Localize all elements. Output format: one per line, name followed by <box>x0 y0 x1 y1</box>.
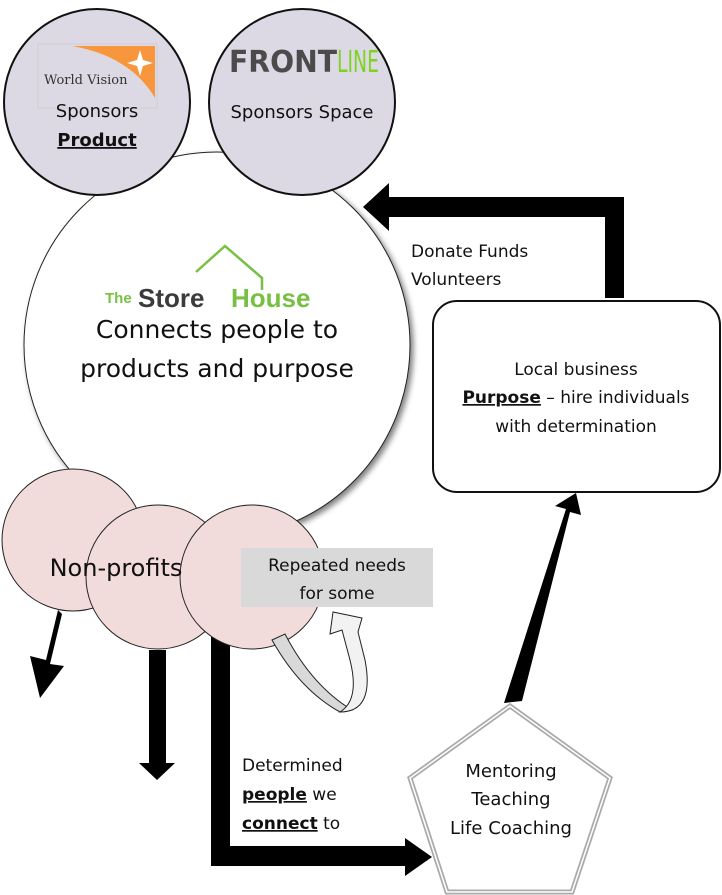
storehouse-house: House <box>231 283 310 313</box>
determined-line3: connect to <box>242 814 340 834</box>
business-line2-rest: – hire individuals <box>541 388 690 408</box>
local-business-box <box>432 300 721 493</box>
determined-connect-bold: connect <box>242 814 318 834</box>
sponsor-worldvision-line1: Sponsors <box>56 101 138 122</box>
nonprofits-label: Non-profits <box>50 554 183 582</box>
worldvision-logo: World Vision <box>37 43 158 109</box>
repeated-needs-box <box>241 548 433 607</box>
determined-line3-rest: to <box>318 814 340 834</box>
storehouse-the: The <box>105 290 132 307</box>
pentagon-line2: Teaching <box>470 789 550 810</box>
house-roof-icon <box>195 244 264 290</box>
determined-line1: Determined <box>242 756 343 776</box>
business-purpose-bold: Purpose <box>462 388 540 408</box>
worldvision-swoosh <box>72 46 155 98</box>
business-line2: Purpose – hire individuals <box>462 388 689 408</box>
business-line3: with determination <box>495 417 657 437</box>
frontline-logo-dark: FRONT <box>229 45 338 80</box>
sponsor-circle-frontline <box>208 8 396 196</box>
pentagon-line3: Life Coaching <box>450 818 572 839</box>
frontline-logo-light: LINE <box>337 45 379 80</box>
donate-line2: Volunteers <box>411 270 502 290</box>
frontline-logo: FRONT LINE <box>229 45 379 80</box>
hub-line2: products and purpose <box>80 354 354 383</box>
determined-line2-rest: we <box>307 785 337 805</box>
donate-arrow <box>363 183 624 298</box>
nonprofit-arrow-1 <box>30 610 64 698</box>
sponsor-worldvision-line2: Product <box>57 130 137 151</box>
donate-line1: Donate Funds <box>411 242 528 262</box>
determined-line2: people we <box>242 785 337 805</box>
storehouse-logo: The Store House <box>105 244 310 313</box>
storehouse-store: Store <box>138 283 204 313</box>
repeated-needs-line1: Repeated needs <box>268 556 406 576</box>
star-icon <box>127 50 153 76</box>
repeat-cycle-arrow <box>271 611 368 713</box>
determined-people-bold: people <box>242 785 307 805</box>
nonprofit-arrow-2 <box>139 650 175 780</box>
pentagon-line1: Mentoring <box>465 761 556 782</box>
coaching-arrow <box>504 493 581 703</box>
repeated-needs-line2: for some <box>299 584 374 604</box>
business-line1: Local business <box>514 360 638 380</box>
pentagon-highlight <box>409 705 611 893</box>
worldvision-logo-text: World Vision <box>44 73 128 88</box>
connect-arrow <box>211 637 432 876</box>
sponsor-frontline-line1: Sponsors Space <box>230 102 373 123</box>
hub-line1: Connects people to <box>96 315 338 344</box>
